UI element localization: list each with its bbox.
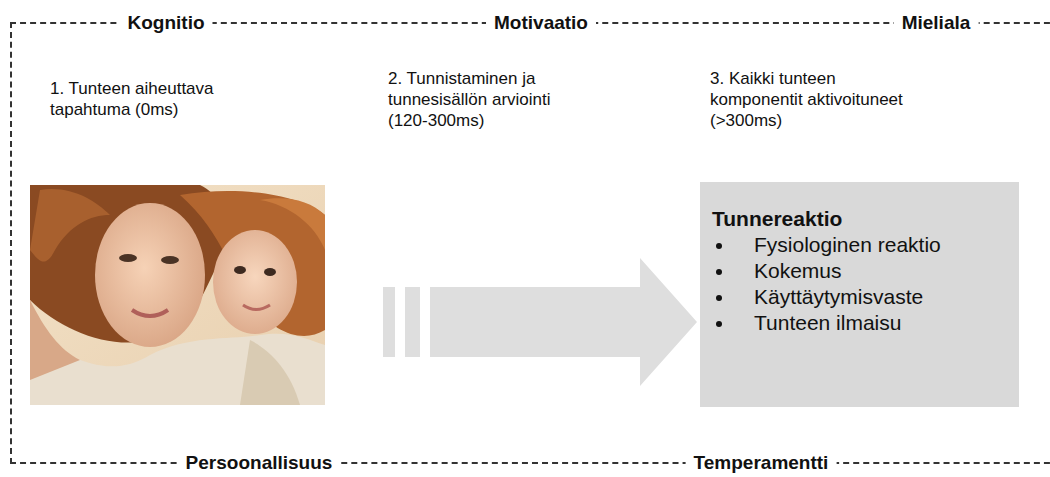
bullet-text: Kokemus [754,259,842,282]
frame-label: Persoonallisuus [178,452,341,474]
bullet-item: Fysiologinen reaktio [712,232,1005,258]
box-heading: Tunnereaktio [712,206,1005,232]
step-label: 3. Kaikki tunteen komponentit aktivoitun… [710,68,930,131]
bullet-dot [716,243,722,249]
photo [30,185,325,405]
step-label: 2. Tunnistaminen ja tunnesisällön arvioi… [388,68,593,131]
bullet-dot [716,321,722,327]
arrow-bar [405,287,420,357]
frame-label: Mieliala [894,12,979,34]
step-label: 1. Tunteen aiheuttava tapahtuma (0ms) [50,78,265,120]
frame-label: Motivaatio [486,12,596,34]
process-arrow [383,258,697,386]
arrow-body [430,258,697,386]
bullet-dot [716,269,722,275]
bullet-item: Käyttäytymisvaste [712,284,1005,310]
frame-label: Temperamentti [686,452,837,474]
bullet-item: Tunteen ilmaisu [712,310,1005,336]
bullet-text: Käyttäytymisvaste [754,285,923,308]
bullet-dot [716,295,722,301]
bullet-item: Kokemus [712,258,1005,284]
bullet-text: Tunteen ilmaisu [754,311,901,334]
reaction-box: TunnereaktioFysiologinen reaktioKokemusK… [700,182,1019,407]
frame-label: Kognitio [119,12,212,34]
arrow-bar [383,287,395,357]
bullet-text: Fysiologinen reaktio [754,233,941,256]
